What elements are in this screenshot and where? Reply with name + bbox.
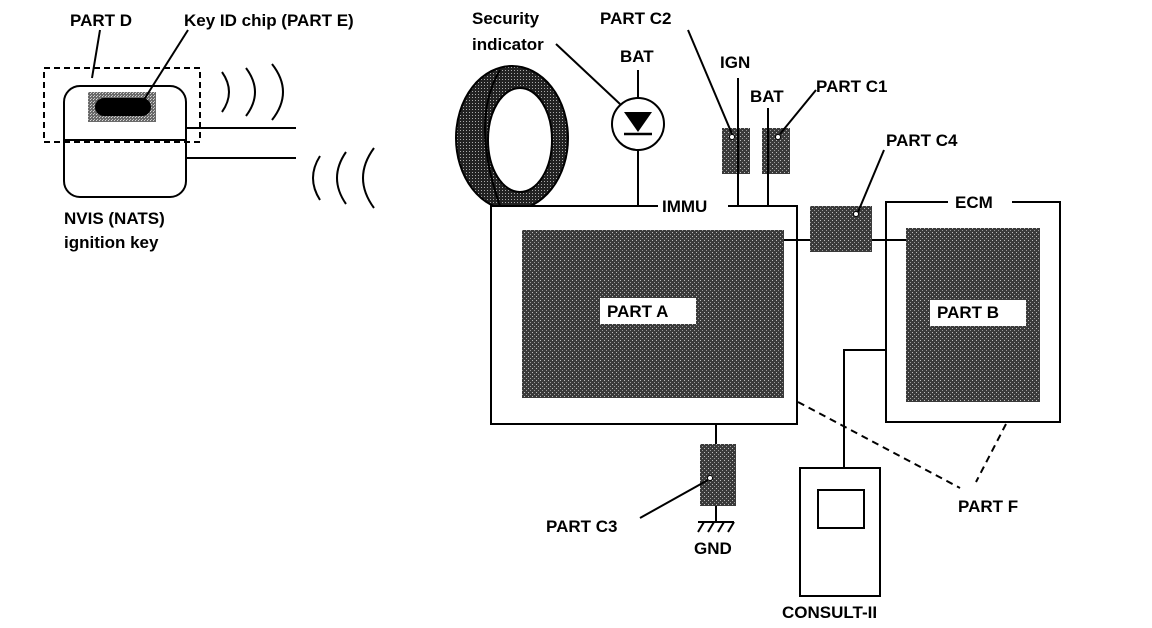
part-c1-label: PART C1 (816, 77, 887, 96)
nvis-label-line1: NVIS (NATS) (64, 209, 165, 228)
part-c4-label: PART C4 (886, 131, 958, 150)
connector-c4 (810, 149, 885, 252)
immu-unit (490, 194, 798, 425)
consult-wire (843, 349, 886, 468)
ignition-key (43, 29, 296, 198)
part-f-label: PART F (958, 497, 1018, 516)
part-d-leader (91, 29, 101, 79)
security-indicator-led-icon (555, 43, 665, 206)
ecm-unit (885, 190, 1061, 423)
security-indicator-label-line1: Security (472, 9, 540, 28)
radio-waves-icon (221, 63, 375, 209)
consult-screen (817, 489, 865, 529)
consult-ii-label: CONSULT-II (782, 603, 877, 622)
ign-label: IGN (720, 53, 750, 72)
part-a-label: PART A (607, 302, 668, 321)
bat-top-label: BAT (620, 47, 654, 66)
bat-mid-label: BAT (750, 87, 784, 106)
part-d-dashed-box (43, 67, 201, 143)
connector-c3 (639, 444, 736, 519)
security-indicator-label-line2: indicator (472, 35, 544, 54)
part-f-dashed-lines (797, 401, 1007, 489)
gnd-label: GND (694, 539, 732, 558)
security-indicator-leader (555, 43, 621, 105)
key-id-chip-leader (139, 29, 189, 107)
connector-c1 (762, 89, 817, 174)
part-c2-label: PART C2 (600, 9, 671, 28)
part-b-label: PART B (937, 303, 999, 322)
ground-symbol-icon (697, 521, 735, 533)
key-id-chip-label: Key ID chip (PART E) (184, 11, 354, 30)
part-c3-label: PART C3 (546, 517, 617, 536)
key-id-chip (95, 98, 151, 116)
consult-ii-tester (799, 467, 881, 597)
nvis-label-line2: ignition key (64, 233, 159, 252)
connector-c2 (687, 29, 750, 174)
part-d-label: PART D (70, 11, 132, 30)
immu-label: IMMU (662, 197, 707, 216)
antenna-ring-icon (455, 65, 569, 211)
ecm-label: ECM (955, 193, 993, 212)
